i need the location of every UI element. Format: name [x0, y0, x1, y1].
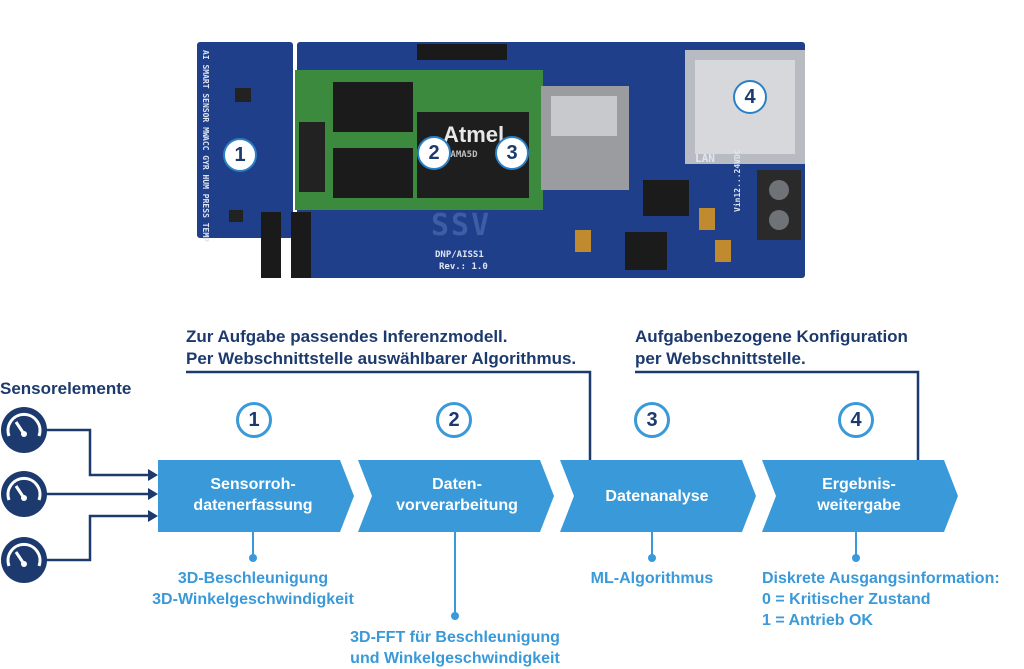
ram-chip-2 [333, 148, 413, 198]
note-stage-4-line-2: 0 = Kritischer Zustand [762, 591, 931, 608]
stage-arrow-1 [158, 460, 354, 532]
note-stage-3: ML-Algorithmus [562, 568, 742, 589]
header-right-line-2: per Webschnittstelle. [635, 349, 806, 368]
sensor-title: Sensorelemente [0, 379, 132, 398]
note-stage-1: 3D-Beschleunigung 3D-Winkelgeschwindigke… [140, 568, 366, 610]
stage-label-4: Ergebnis- weitergabe [774, 474, 944, 516]
sensor-gauge-3-icon [0, 536, 48, 589]
note-stage-4: Diskrete Ausgangsinformation: 0 = Kritis… [762, 568, 1024, 631]
stage-label-1: Sensorroh- datenerfassung [168, 474, 338, 516]
note-stage-4-line-1: Diskrete Ausgangsinformation: [762, 570, 1000, 587]
pin-header-j2 [417, 44, 507, 60]
stage-arrow-2 [358, 460, 554, 532]
header-right-line-1: Aufgabenbezogene Konfiguration [635, 327, 908, 346]
header-left-line-1: Zur Aufgabe passendes Inferenzmodell. [186, 327, 508, 346]
note-stage-2: 3D-FFT für Beschleunigung und Winkelgesc… [340, 627, 570, 669]
header-left-line [186, 370, 592, 470]
stage-label-3-line-1: Datenanalyse [605, 488, 709, 505]
stage-label-3: Datenanalyse [572, 486, 742, 507]
ram-chip-1 [333, 82, 413, 132]
stage-label-2: Daten- vorverarbeitung [372, 474, 542, 516]
silk-mcu-sub: SAMA5D [445, 150, 478, 160]
board-badge-1: 1 [223, 138, 257, 172]
silk-side-label: ACC GYR HUM PRESS TEMP [201, 136, 210, 242]
note-stage-4-line-3: 1 = Antrieb OK [762, 612, 873, 629]
stage-label-1-line-2: datenerfassung [193, 497, 313, 514]
header-right: Aufgabenbezogene Konfiguration per Websc… [635, 326, 908, 370]
sensor-3-line [46, 514, 150, 562]
stage-label-4-line-2: weitergabe [817, 497, 901, 514]
header-left: Zur Aufgabe passendes Inferenzmodell. Pe… [186, 326, 576, 370]
stage-label-1-line-1: Sensorroh- [210, 476, 296, 493]
note-stage-2-line-1: 3D-FFT für Beschleunigung [350, 629, 560, 646]
note-stage-1-line-2: 3D-Winkelgeschwindigkeit [152, 591, 354, 608]
silk-brand: SSV [431, 208, 492, 243]
silk-rev: Rev.: 1.0 [439, 262, 488, 272]
note-stage-1-line-1: 3D-Beschleunigung [177, 570, 329, 587]
stage-badge-1: 1 [236, 402, 272, 438]
stage-badge-2: 2 [436, 402, 472, 438]
board-badge-4: 4 [733, 80, 767, 114]
silk-name: DNP/AISS1 [435, 250, 484, 260]
stage-label-2-line-1: Daten- [432, 476, 482, 493]
header-left-line-2: Per Webschnittstelle auswählbarer Algori… [186, 349, 577, 368]
ic2-chip [643, 180, 689, 216]
stage-label-2-line-2: vorverarbeitung [396, 497, 518, 514]
sensor-gauge-2-icon [0, 470, 48, 523]
inductor-l3 [625, 232, 667, 270]
pin-header-j5 [261, 212, 281, 278]
stage-label-4-line-1: Ergebnis- [822, 476, 896, 493]
stage-arrow-4 [762, 460, 958, 532]
note-stage-2-line-2: und Winkelgeschwindigkeit [350, 650, 560, 667]
board-badge-2: 2 [417, 136, 451, 170]
silk-lan: LAN [695, 152, 715, 165]
stage-arrow-3 [560, 460, 756, 532]
stage-badge-3: 3 [634, 402, 670, 438]
note-stage-3-line-1: ML-Algorithmus [590, 570, 714, 587]
pcb-board-image: SSV Atmel SAMA5D DNP/AISS1 Rev.: 1.0 LAN… [195, 40, 807, 280]
pcb-board-drawing [197, 42, 805, 278]
silk-mcu: Atmel [443, 122, 505, 147]
stage-badge-4: 4 [838, 402, 874, 438]
som-connector [299, 122, 325, 192]
header-right-line [635, 370, 920, 470]
board-badge-3: 3 [495, 136, 529, 170]
pin-header-j4 [291, 212, 311, 278]
sensor-1-line [46, 428, 150, 477]
sensor-gauge-1-icon [0, 406, 48, 459]
silk-sensor-label: AI SMART SENSOR MW [201, 50, 210, 137]
